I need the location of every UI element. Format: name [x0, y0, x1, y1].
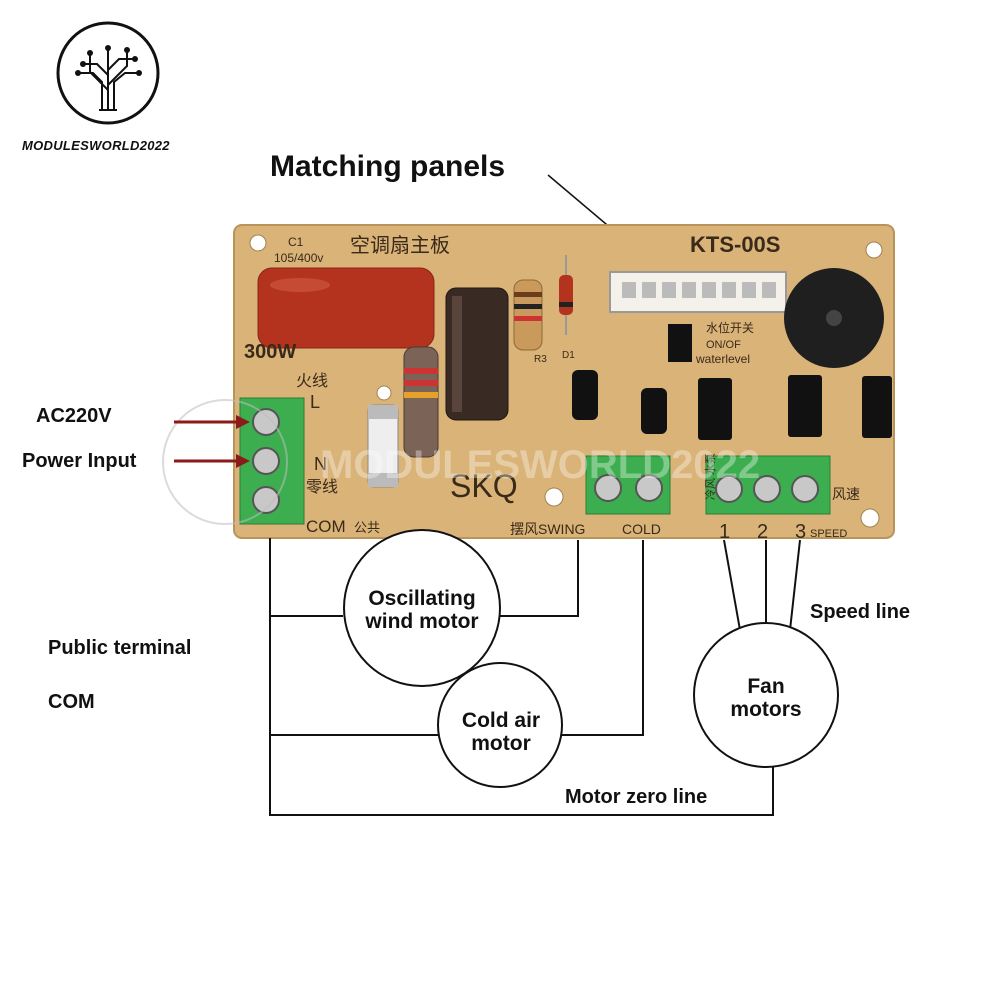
power-input-label: Power Input: [22, 450, 137, 472]
mode-cn-label: 冷风 水泵: [704, 453, 717, 500]
watermark-logo-icon: [162, 399, 288, 525]
water-level-switch: [668, 324, 692, 362]
zero-line-label: 零线: [306, 478, 338, 496]
oscillating-motor-circle: [343, 529, 501, 687]
terminal-block-swing-cold: [585, 455, 671, 515]
com-label: COM: [48, 691, 95, 713]
ac-voltage-label: AC220V: [36, 405, 112, 427]
diode: [559, 275, 573, 315]
board-speed-label: SPEED: [810, 528, 847, 540]
public-terminal-label: Public terminal: [48, 637, 192, 659]
triac: [788, 375, 822, 437]
diode-label: D1: [562, 350, 575, 361]
board-swing-label: 摆风SWING: [510, 521, 585, 537]
brand-name: MODULESWORLD2022: [22, 138, 170, 153]
transistor: [641, 388, 667, 434]
fan-motor-label: Fan motors: [730, 675, 802, 721]
board-cold-label: COLD: [622, 521, 661, 537]
board-brand: SKQ: [450, 468, 518, 504]
oscillating-motor-label: Oscillating wind motor: [365, 587, 479, 633]
triac: [862, 376, 892, 438]
board-com-cn: 公共: [354, 520, 380, 535]
resistor: [513, 279, 543, 351]
board-com-label: COM: [306, 517, 346, 536]
speed-number-1: 1: [719, 521, 730, 543]
capacitor-rating: 105/400v: [274, 251, 323, 265]
board-name-cn: 空调扇主板: [350, 234, 450, 257]
cold-air-motor-label: Cold air motor: [461, 709, 541, 755]
circuit-tree-logo-icon: [56, 21, 160, 125]
transistor: [572, 370, 598, 420]
fire-line-label: 火线: [296, 372, 328, 390]
watermark-text: MODULESWORLD2022: [320, 443, 760, 487]
water-switch-cn: 水位开关: [706, 320, 754, 335]
cold-air-motor-circle: [437, 662, 563, 788]
pcb-board: KTS-00S 空调扇主板 C1 105/400v 300W 火线 L N 零线…: [162, 224, 895, 543]
board-speed-cn: 风速: [832, 486, 860, 502]
live-l-label: L: [310, 392, 320, 412]
motor-zero-line-label: Motor zero line: [565, 786, 708, 808]
triac: [698, 378, 732, 440]
panel-connector: [609, 271, 787, 313]
arrow-right-icon: [174, 454, 250, 468]
speed-number-2: 2: [757, 521, 768, 543]
speed-number-3: 3: [795, 521, 806, 543]
terminal-block-speed: [705, 455, 831, 515]
speed-line-label: Speed line: [810, 601, 911, 623]
board-part-code: KTS-00S: [690, 232, 780, 257]
brand-logo: [55, 20, 161, 126]
arrow-right-icon: [174, 415, 250, 429]
watt-label: 300W: [244, 341, 296, 363]
neutral-n-label: N: [314, 454, 327, 474]
resistor-label: R3: [534, 354, 547, 365]
power-resistor: [403, 346, 439, 458]
diagram-title: Matching panels: [270, 150, 506, 183]
wiring-lines: [269, 538, 801, 816]
fan-motor-circle: [693, 622, 839, 768]
water-level-label: waterlevel: [695, 352, 750, 366]
capacitor-label: C1: [288, 235, 304, 249]
water-on-off: ON/OF: [706, 339, 741, 351]
